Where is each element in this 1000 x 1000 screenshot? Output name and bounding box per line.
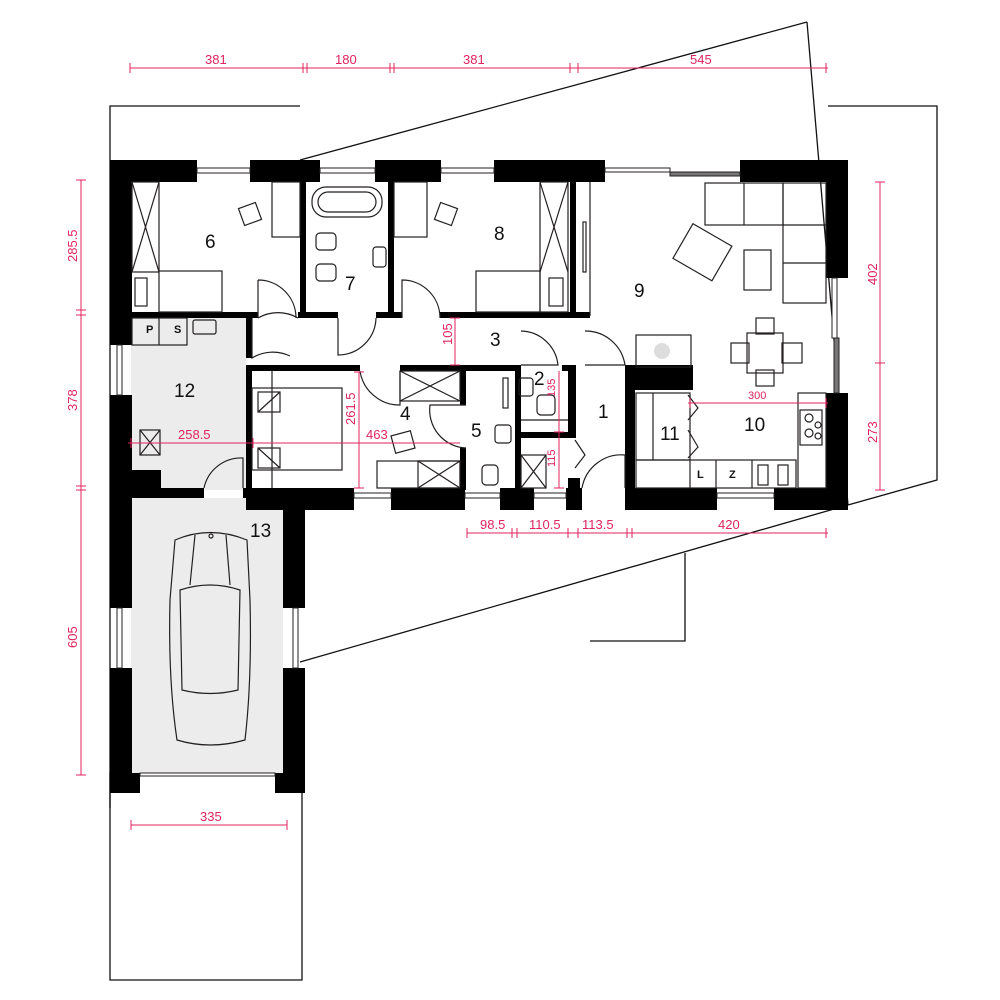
dim-top-1: 381 bbox=[205, 52, 227, 67]
dim-bottom-4: 420 bbox=[718, 517, 740, 532]
dim-closet-depth: 115 bbox=[546, 449, 558, 467]
room-4-label: 4 bbox=[400, 404, 411, 425]
room-1-label: 1 bbox=[598, 402, 609, 423]
dim-bottom-3: 113.5 bbox=[582, 517, 614, 532]
dim-garage-width: 335 bbox=[200, 809, 222, 824]
room-8-label: 8 bbox=[494, 224, 505, 245]
room-9-furniture bbox=[635, 182, 827, 387]
dim-room4-height: 261.5 bbox=[343, 392, 358, 425]
dim-right-1: 402 bbox=[865, 263, 880, 285]
car-icon bbox=[169, 531, 252, 746]
dim-hall-depth: 105 bbox=[440, 323, 455, 345]
room-9-label: 9 bbox=[634, 281, 645, 302]
dim-left-1: 285.5 bbox=[65, 229, 80, 262]
dim-bottom-1: 98.5 bbox=[480, 517, 505, 532]
room-3-label: 3 bbox=[490, 330, 501, 351]
room-8-furniture bbox=[393, 181, 591, 316]
dim-wc-depth: 135 bbox=[546, 379, 558, 397]
room-2-label: 2 bbox=[534, 369, 545, 390]
dim-top-2: 180 bbox=[335, 52, 357, 67]
dim-top-4: 545 bbox=[690, 52, 712, 67]
dim-room12-width: 258.5 bbox=[178, 427, 211, 442]
windows bbox=[116, 167, 840, 777]
room-12-label: 12 bbox=[174, 381, 195, 402]
room-11-label: 11 bbox=[660, 424, 680, 445]
dim-left-3: 605 bbox=[65, 626, 80, 648]
fixture-label-l: L bbox=[697, 469, 704, 481]
room-5-label: 5 bbox=[471, 421, 482, 442]
walls bbox=[110, 160, 848, 793]
fixture-label-p: P bbox=[146, 324, 153, 336]
room-12-floor bbox=[131, 318, 246, 490]
dim-left-2: 378 bbox=[65, 389, 80, 411]
dimensions: 381 180 381 545 285.5 378 605 402 273 98… bbox=[65, 52, 885, 830]
dim-bottom-2: 110.5 bbox=[529, 517, 561, 532]
bathroom-fixtures bbox=[481, 377, 568, 489]
dim-top-3: 381 bbox=[463, 52, 485, 67]
fixture-label-s: S bbox=[174, 324, 181, 336]
room-7-label: 7 bbox=[345, 274, 356, 295]
room-7-fixtures bbox=[311, 186, 387, 282]
dim-kitchen-width: 300 bbox=[748, 390, 766, 402]
room-10-label: 10 bbox=[744, 415, 765, 436]
kitchen-fixtures bbox=[635, 392, 827, 489]
room-6-furniture bbox=[131, 181, 301, 313]
fixture-label-z: Z bbox=[729, 469, 736, 481]
room-4-furniture bbox=[251, 370, 461, 489]
room-13-label: 13 bbox=[250, 521, 271, 542]
room-labels: 1 2 3 4 5 6 7 8 9 10 11 12 13 P S L Z bbox=[146, 224, 765, 542]
dim-room4-width: 463 bbox=[366, 427, 388, 442]
doors bbox=[203, 279, 699, 489]
room-6-label: 6 bbox=[205, 232, 216, 253]
roof-outline bbox=[109, 21, 938, 981]
dim-right-2: 273 bbox=[865, 421, 880, 443]
room-13-floor bbox=[131, 498, 283, 773]
